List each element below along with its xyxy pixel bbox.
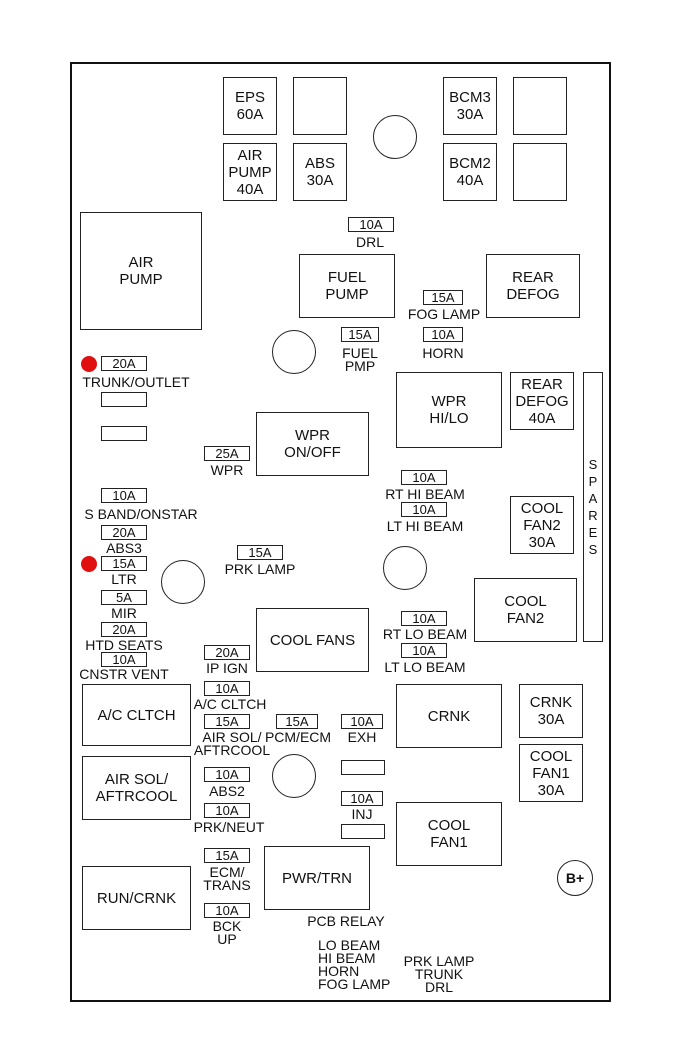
fuse-prk-lamp: 15A [237, 545, 283, 560]
bcm2-fuse: BCM2 40A [443, 143, 497, 201]
abs-fuse: ABS 30A [293, 143, 347, 201]
fuse-ecm-trans: 15A [204, 848, 250, 863]
mounting-hole [272, 330, 316, 374]
label-ac-cltch: A/C CLTCH [193, 696, 267, 712]
cool-fans-relay: COOL FANS [256, 608, 369, 672]
rear-defog-relay: REAR DEFOG [486, 254, 580, 318]
pcb-relay-title: PCB RELAY [307, 913, 385, 929]
fuse-blank [341, 824, 385, 839]
fuse-wpr: 25A [204, 446, 250, 461]
fuse-bck-up: 10A [204, 903, 250, 918]
fuse-cnstr-vent: 10A [101, 652, 147, 667]
air-pump-fuse: AIR PUMP 40A [223, 143, 277, 201]
label-mir: MIR [111, 605, 137, 621]
label-trunk-outlet: TRUNK/OUTLET [82, 374, 190, 390]
fuse-fuel-pmp: 15A [341, 327, 379, 342]
battery-terminal: B+ [557, 860, 593, 896]
fuse-abs2: 10A [204, 767, 250, 782]
fuse-fog-lamp: 15A [423, 290, 463, 305]
mounting-hole [161, 560, 205, 604]
cool-fan2-relay: COOL FAN2 [474, 578, 577, 642]
fuse-horn: 10A [423, 327, 463, 342]
fuse-trunk-outlet: 20A [101, 356, 147, 371]
mounting-hole [272, 754, 316, 798]
pcb-relay-list-2: PRK LAMP TRUNK DRL [403, 953, 475, 995]
label-ip-ign: IP IGN [206, 660, 248, 676]
label-inj: INJ [351, 806, 373, 822]
cool-fan2-fuse: COOL FAN2 30A [510, 496, 574, 554]
label-ltr: LTR [111, 571, 137, 587]
fuse-drl: 10A [348, 217, 394, 232]
cool-fan1-fuse: COOL FAN1 30A [519, 744, 583, 802]
highlight-marker [81, 356, 97, 372]
bcm3-fuse: BCM3 30A [443, 77, 497, 135]
fuse-s-band-onstar: 10A [101, 488, 147, 503]
fuse-air-sol: 15A [204, 714, 250, 729]
label-cnstr-vent: CNSTR VENT [79, 666, 169, 682]
label-air-sol: AIR SOL/ AFTRCOOL [193, 729, 271, 758]
fuse-blank [101, 392, 147, 407]
label-fuel-pmp: FUEL PMP [342, 345, 378, 374]
cool-fan1-relay: COOL FAN1 [396, 802, 502, 866]
fuse-pcm-ecm: 15A [276, 714, 318, 729]
air-sol-relay: AIR SOL/ AFTRCOOL [82, 756, 191, 820]
label-htd-seats: HTD SEATS [85, 637, 163, 653]
fuse-ltr: 15A [101, 556, 147, 571]
label-ecm-trans: ECM/ TRANS [203, 864, 251, 893]
fuse-htd-seats: 20A [101, 622, 147, 637]
label-rt-hi-beam: RT HI BEAM [385, 486, 465, 502]
fuse-prk-neut: 10A [204, 803, 250, 818]
pcb-relay-list-1: LO BEAM HI BEAM HORN FOG LAMP [318, 937, 391, 992]
fuse-lt-hi-beam: 10A [401, 502, 447, 517]
fuel-pump-relay: FUEL PUMP [299, 254, 395, 318]
mounting-hole [383, 546, 427, 590]
label-rt-lo-beam: RT LO BEAM [382, 626, 468, 642]
highlight-marker [81, 556, 97, 572]
fuse-rt-hi-beam: 10A [401, 470, 447, 485]
pwr-trn-relay: PWR/TRN [264, 846, 370, 910]
label-abs2: ABS2 [209, 783, 245, 799]
wpr-on-off-relay: WPR ON/OFF [256, 412, 369, 476]
label-fog-lamp: FOG LAMP [407, 306, 481, 322]
fuse-inj: 10A [341, 791, 383, 806]
blank-slot [513, 77, 567, 135]
label-horn: HORN [422, 345, 464, 361]
mounting-hole [373, 115, 417, 159]
fuse-ip-ign: 20A [204, 645, 250, 660]
label-pcm-ecm: PCM/ECM [264, 729, 332, 745]
label-bck-up: BCK UP [212, 918, 242, 947]
spares-label: S P A R E S [588, 457, 598, 557]
label-exh: EXH [347, 729, 377, 745]
fuse-blank [341, 760, 385, 775]
label-abs3: ABS3 [106, 540, 142, 556]
label-s-band-onstar: S BAND/ONSTAR [84, 506, 198, 522]
air-pump-relay: AIR PUMP [80, 212, 202, 330]
crnk-fuse: CRNK 30A [519, 684, 583, 738]
label-wpr: WPR [210, 462, 244, 478]
fuse-blank [101, 426, 147, 441]
wpr-hi-lo-relay: WPR HI/LO [396, 372, 502, 448]
ac-cltch-relay: A/C CLTCH [82, 684, 191, 746]
fuse-ac-cltch: 10A [204, 681, 250, 696]
fuse-mir: 5A [101, 590, 147, 605]
crnk-relay: CRNK [396, 684, 502, 748]
eps-fuse: EPS 60A [223, 77, 277, 135]
blank-slot [293, 77, 347, 135]
run-crnk-relay: RUN/CRNK [82, 866, 191, 930]
label-prk-neut: PRK/NEUT [193, 819, 265, 835]
rear-defog-fuse: REAR DEFOG 40A [510, 372, 574, 430]
label-lt-hi-beam: LT HI BEAM [386, 518, 464, 534]
fuse-abs3: 20A [101, 525, 147, 540]
fuse-lt-lo-beam: 10A [401, 643, 447, 658]
blank-slot [513, 143, 567, 201]
label-drl: DRL [355, 234, 384, 250]
spares-strip: S P A R E S [583, 372, 603, 642]
fuse-rt-lo-beam: 10A [401, 611, 447, 626]
label-prk-lamp: PRK LAMP [224, 561, 296, 577]
fuse-exh: 10A [341, 714, 383, 729]
label-lt-lo-beam: LT LO BEAM [384, 659, 466, 675]
